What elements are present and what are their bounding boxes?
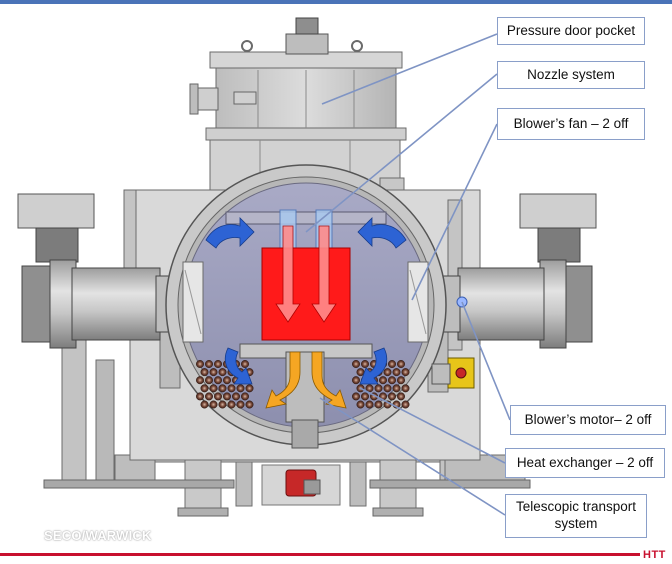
orange-flow-arrows — [265, 351, 347, 409]
callout-telescopic-transport-line2: system — [554, 516, 598, 531]
callout-telescopic-transport-line1: Telescopic transport — [515, 499, 637, 515]
footer-accent-bar — [0, 553, 640, 556]
callout-nozzle-system: Nozzle system — [497, 61, 645, 89]
pressure-door-pocket-housing — [189, 17, 407, 205]
leader-lines — [305, 33, 511, 516]
seco-warwick-logo: SECO/WARWICK — [44, 528, 152, 543]
heat-exchangers — [196, 360, 410, 409]
heated-charge — [261, 225, 351, 341]
callout-blowers-fan: Blower’s fan – 2 off — [497, 108, 645, 140]
auxiliary-motor — [431, 357, 475, 389]
header-accent-bar — [0, 0, 672, 4]
blower-fans — [182, 261, 429, 343]
callout-pressure-door-pocket: Pressure door pocket — [497, 17, 645, 45]
htt-logo: HTT — [643, 549, 666, 561]
callout-blowers-motor: Blower’s motor– 2 off — [510, 405, 666, 435]
blue-flow-arrows — [205, 217, 407, 385]
right-blower-motor — [431, 193, 597, 349]
callout-heat-exchanger: Heat exchanger – 2 off — [505, 448, 665, 478]
callout-telescopic-transport: Telescopic transport system — [505, 494, 647, 538]
heat-exchanger-left — [196, 360, 254, 409]
